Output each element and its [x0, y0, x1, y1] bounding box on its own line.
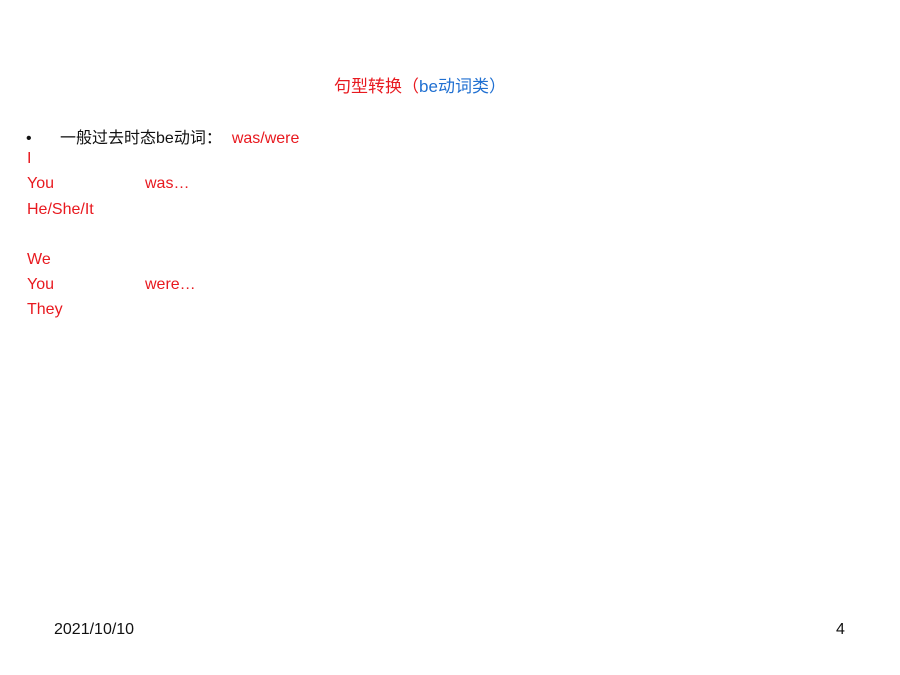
- footer-date: 2021/10/10: [54, 621, 135, 638]
- bullet-label-b: 动词：: [173, 128, 222, 147]
- bullet-label-be: be: [156, 130, 174, 147]
- page-number: 4: [836, 621, 845, 638]
- pronoun: You: [27, 276, 54, 293]
- pronoun: He/She/It: [27, 201, 94, 218]
- title-part-1: 句型转换（: [334, 77, 420, 97]
- pronoun: We: [27, 251, 51, 268]
- verb: were…: [145, 276, 196, 293]
- title-part-be: be: [419, 77, 438, 96]
- pronoun-row: You were…: [27, 276, 196, 294]
- bullet-line: • 一般过去时态be动词： was/were: [26, 124, 299, 148]
- pronoun-row: We: [27, 251, 145, 269]
- slide-title: 句型转换（be动词类）: [0, 72, 840, 97]
- bullet-label-a: 一般过去时态: [60, 128, 157, 147]
- pronoun-row: He/She/It: [27, 201, 145, 219]
- title-part-4: ）: [488, 77, 506, 97]
- pronoun: I: [27, 150, 32, 167]
- pronoun-row: You was…: [27, 175, 189, 193]
- bullet-value: was/were: [231, 130, 300, 147]
- bullet-dot: •: [26, 130, 32, 147]
- pronoun-row: They: [27, 301, 145, 319]
- pronoun: You: [27, 175, 54, 192]
- pronoun-row: I: [27, 150, 145, 168]
- verb: was…: [145, 175, 190, 192]
- title-part-3: 动词类: [437, 77, 489, 97]
- pronoun: They: [27, 301, 63, 318]
